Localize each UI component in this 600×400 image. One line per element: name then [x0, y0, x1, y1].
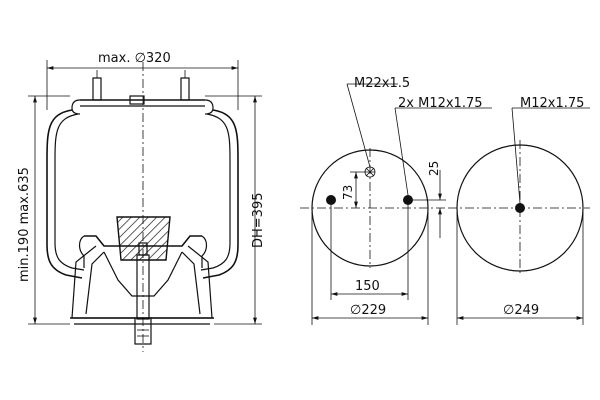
dimension-73-label: 73 [341, 185, 355, 200]
max-diameter-label: max. ∅320 [98, 51, 171, 66]
dimension-229-label: ∅229 [350, 303, 386, 318]
height-range-dimension: min.190 max.635 [17, 95, 70, 325]
bumper-block [116, 216, 171, 261]
side-view: max. ∅320 [17, 51, 266, 352]
dimension-249: ∅249 [456, 212, 584, 325]
max-diameter-dimension: max. ∅320 [46, 51, 239, 110]
rubber-bellow [46, 109, 239, 279]
dimension-150-label: 150 [355, 279, 380, 294]
bottom-bolt [134, 254, 152, 345]
thread-callout-m22: M22x1.5 [346, 76, 410, 168]
thread-label-m22: M22x1.5 [354, 76, 410, 91]
thread-callout-m12: M12x1.75 [511, 96, 590, 204]
dimension-150: 150 [330, 205, 409, 300]
design-height-dimension: DH=395 [205, 95, 266, 325]
bolt-hole-left [326, 195, 336, 205]
upper-bead-plate [71, 70, 214, 115]
top-plate-view: M22x1.5 2x M12x1.75 73 25 150 [300, 76, 492, 325]
dimension-25-label: 25 [427, 161, 441, 176]
bolt-callout: 2x M12x1.75 [394, 96, 492, 196]
thread-label-m12: M12x1.75 [520, 96, 584, 111]
right-stud [180, 77, 190, 101]
left-stud [92, 77, 102, 101]
bolt-label: 2x M12x1.75 [398, 96, 483, 111]
design-height-label: DH=395 [251, 193, 266, 249]
dimension-25: 25 [413, 161, 446, 238]
dimension-249-label: ∅249 [503, 303, 539, 318]
center-bolt-hole [515, 203, 525, 213]
bottom-plate-view: M12x1.75 ∅249 [448, 96, 590, 325]
bolt-hole-right [403, 195, 413, 205]
dimension-73: 73 [341, 171, 375, 208]
dimension-229: ∅229 [311, 212, 429, 325]
height-range-label: min.190 max.635 [17, 167, 32, 282]
